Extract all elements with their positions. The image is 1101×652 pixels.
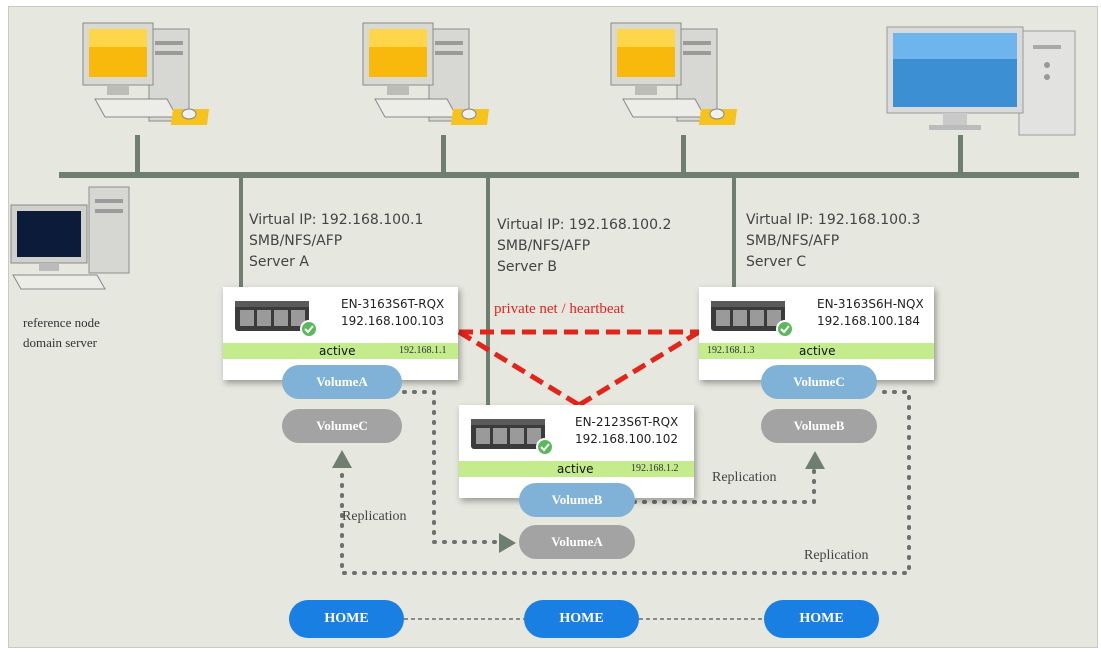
server-drop-a [239,177,243,293]
server-b-name: Server B [497,259,557,275]
replication-arrow-a [499,533,516,553]
server-c-name: Server C [746,254,807,270]
node-a-ip: 192.168.100.103 [341,314,445,328]
client-drop-4 [958,135,963,175]
home-button-3[interactable]: HOME [764,600,879,638]
node-c-private-ip: 192.168.1.3 [707,345,755,356]
diagram-connectors [59,135,1079,620]
mac-computer-icon [886,26,1076,136]
node-a-model: EN-3163S6T-RQX [341,297,445,311]
client-drop-3 [681,135,686,175]
node-c-model: EN-3163S6H-NQX [817,297,924,311]
server-c-protocols: SMB/NFS/AFP [746,233,840,249]
server-c-vip: Virtual IP: 192.168.100.3 [746,212,921,228]
reference-computer-icon [10,186,130,290]
node-a-status-bar: active 192.168.1.1 [223,343,458,359]
node-c-ip: 192.168.100.184 [817,314,921,328]
nas-device-icon [471,419,554,456]
node-b-model: EN-2123S6T-RQX [575,415,679,429]
replication-arrow-c [332,450,352,468]
reference-node-line1: reference node [23,315,100,330]
server-drop-b [486,177,490,409]
node-b-card: EN-2123S6T-RQX 192.168.100.102 active 19… [459,405,694,498]
reference-node-label: reference node domain server [23,313,100,353]
server-a-vip: Virtual IP: 192.168.100.1 [249,212,424,228]
server-a-info: Virtual IP: 192.168.100.1 SMB/NFS/AFP Se… [249,210,423,273]
node-a-private-ip: 192.168.1.1 [399,345,447,356]
server-a-protocols: SMB/NFS/AFP [249,233,343,249]
heartbeat-label: private net / heartbeat [494,301,625,317]
node-a-status: active [319,344,356,358]
client-drop-2 [441,135,446,175]
node-c-status-bar: 192.168.1.3 active [699,343,934,359]
node-a-labels: EN-3163S6T-RQX 192.168.100.103 [341,296,444,330]
heartbeat-line-ab [457,329,581,408]
volume-a-primary[interactable]: VolumeA [282,365,402,399]
server-c-info: Virtual IP: 192.168.100.3 SMB/NFS/AFP Se… [746,210,920,273]
client-computer-icon [82,22,209,125]
client-drop-1 [135,135,140,175]
server-b-info: Virtual IP: 192.168.100.2 SMB/NFS/AFP Se… [497,215,671,278]
nas-device-icon [711,301,794,338]
server-drop-c [732,177,736,293]
network-bus [59,172,1079,178]
reference-node-line2: domain server [23,335,98,350]
volume-c-replica[interactable]: VolumeC [282,409,402,443]
node-b-ip: 192.168.100.102 [575,432,679,446]
volume-a-replica[interactable]: VolumeA [519,525,635,559]
replication-label-b: Replication [712,470,777,485]
node-c-card: EN-3163S6H-NQX 192.168.100.184 192.168.1… [699,287,934,380]
replication-label-a: Replication [342,509,407,524]
client-computer-icon [362,22,489,125]
server-b-vip: Virtual IP: 192.168.100.2 [497,217,672,233]
node-b-status: active [557,462,594,476]
node-b-labels: EN-2123S6T-RQX 192.168.100.102 [575,414,678,448]
node-a-card: EN-3163S6T-RQX 192.168.100.103 active 19… [223,287,458,380]
home-button-1[interactable]: HOME [289,600,404,638]
replication-path-b [632,467,816,504]
node-b-private-ip: 192.168.1.2 [631,463,679,474]
replication-arrow-b [805,451,825,469]
server-b-protocols: SMB/NFS/AFP [497,238,591,254]
client-computer-icon [610,22,737,125]
replication-label-c: Replication [804,548,869,563]
heartbeat-line-cb [577,329,701,408]
node-c-status: active [799,344,836,358]
home-button-2[interactable]: HOME [524,600,639,638]
storage-cluster-diagram: reference node domain server Virtual IP:… [8,6,1098,648]
volume-c-primary[interactable]: VolumeC [761,365,877,399]
nas-device-icon [235,301,318,338]
node-b-status-bar: active 192.168.1.2 [459,461,694,477]
volume-b-primary[interactable]: VolumeB [519,483,635,517]
volume-b-replica[interactable]: VolumeB [761,409,877,443]
server-a-name: Server A [249,254,309,270]
node-c-labels: EN-3163S6H-NQX 192.168.100.184 [817,296,924,330]
